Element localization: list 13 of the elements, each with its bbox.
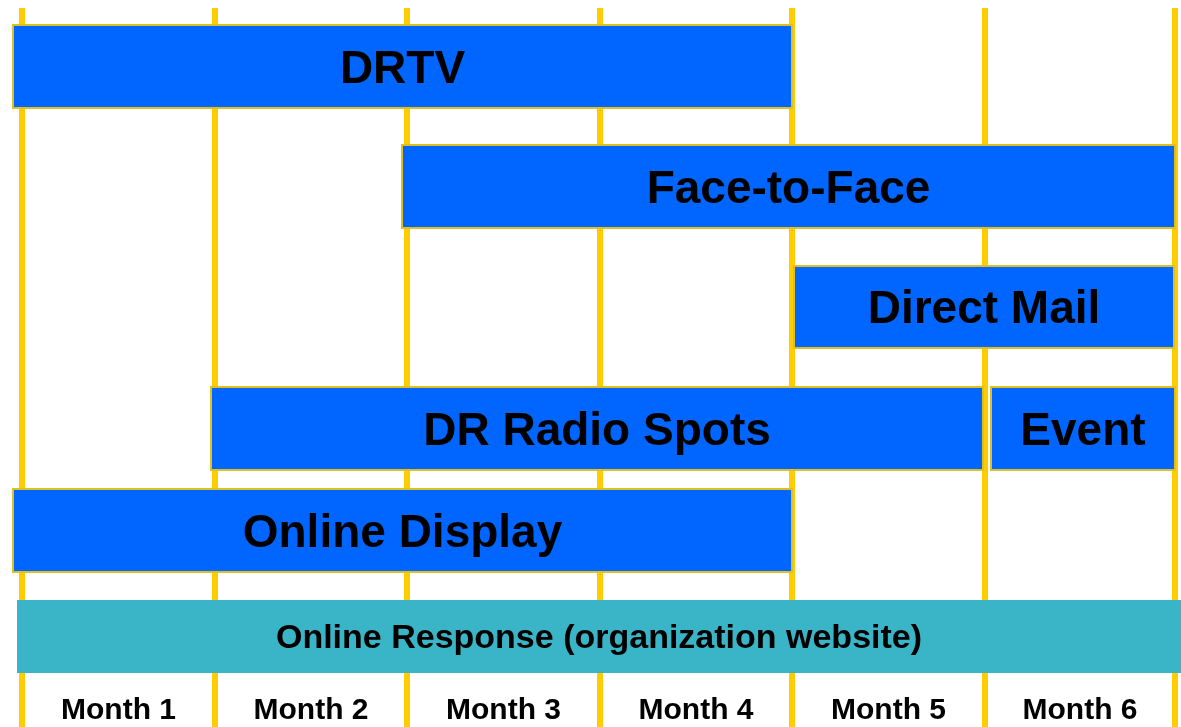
- activity-bar: DR Radio Spots: [210, 386, 984, 471]
- month-label: Month 3: [445, 691, 562, 727]
- activity-bar: Event: [990, 386, 1176, 471]
- activity-bar: Direct Mail: [793, 265, 1175, 349]
- activity-bar: Face-to-Face: [401, 144, 1176, 229]
- month-label: Month 1: [60, 691, 177, 727]
- month-label: Month 6: [1021, 691, 1139, 727]
- month-label: Month 2: [252, 691, 370, 727]
- activity-bar: Online Display: [12, 488, 793, 573]
- response-band: Online Response (organization website): [17, 600, 1181, 673]
- month-label: Month 5: [830, 691, 947, 727]
- activity-bar: DRTV: [12, 24, 793, 109]
- month-label: Month 4: [637, 691, 755, 727]
